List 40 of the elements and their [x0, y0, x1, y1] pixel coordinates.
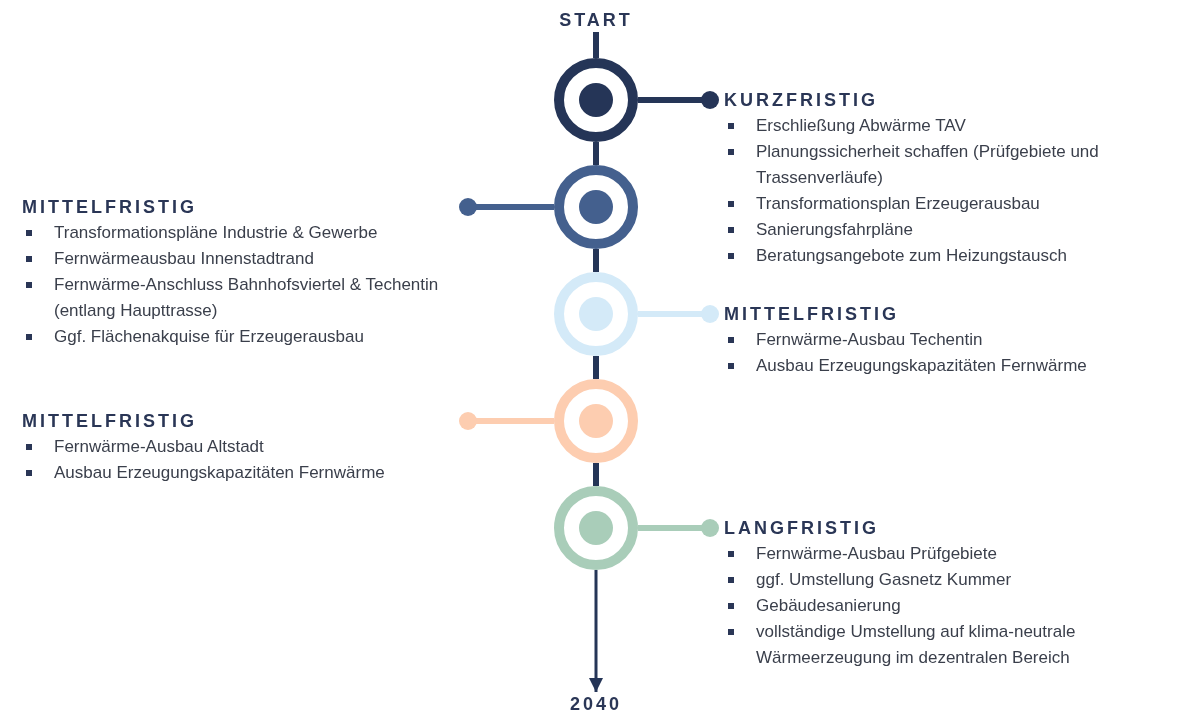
measure-text: Fernwärme-Ausbau Techentin: [756, 330, 983, 349]
timeline-line: [593, 142, 599, 165]
measure-text: Fernwärme-Ausbau Altstadt: [54, 437, 264, 456]
phase-heading: MITTELFRISTIG: [22, 196, 198, 219]
timeline-label: START: [536, 8, 656, 32]
timeline-label: 2040: [536, 692, 656, 716]
timeline-line: [593, 356, 599, 379]
milestone-circle: [554, 272, 638, 356]
branch-line: [638, 91, 719, 109]
measure-text: Fernwärme-Anschluss Bahnhofsviertel & Techentin (entlang Haupttrasse): [54, 275, 439, 320]
milestone-circle: [554, 58, 638, 142]
phase-heading: MITTELFRISTIG: [724, 303, 900, 326]
milestone-circle: [554, 165, 638, 249]
measure-text: Ausbau Erzeugungskapazitäten Fernwärme: [54, 463, 385, 482]
timeline-line: [593, 463, 599, 486]
milestone-circle: [554, 486, 638, 570]
branch-line: [638, 519, 719, 537]
measure-text: Erschließung Abwärme TAV: [756, 116, 966, 135]
measure-text: Sanierungsfahrpläne: [756, 220, 913, 239]
measure-text: Gebäudesanierung: [756, 596, 901, 615]
measure-text: Ausbau Erzeugungskapazitäten Fernwärme: [756, 356, 1087, 375]
measure-text: vollständige Umstellung auf klima-neutrale Wärmeerzeugung im dezentralen Bereich: [756, 622, 1076, 667]
branch-line: [459, 412, 554, 430]
timeline-line: [593, 32, 599, 58]
phase-heading: KURZFRISTIG: [724, 89, 879, 112]
measure-text: Transformationspläne Industrie & Gewerbe: [54, 223, 378, 242]
branch-line: [459, 198, 554, 216]
arrow: [589, 570, 603, 692]
milestone-circle: [554, 379, 638, 463]
measure-text: Fernwärme-Ausbau Prüfgebiete: [756, 544, 997, 563]
branch-line: [638, 305, 719, 323]
measure-text: Planungssicherheit schaffen (Prüfgebiete und Trassenverläufe): [756, 142, 1099, 187]
timeline-line: [593, 249, 599, 272]
measure-text: Ggf. Flächenakquise für Erzeugerausbau: [54, 327, 364, 346]
phase-heading: LANGFRISTIG: [724, 517, 880, 540]
phase-heading: MITTELFRISTIG: [22, 410, 198, 433]
measure-text: Fernwärmeausbau Innenstadtrand: [54, 249, 314, 268]
measure-text: ggf. Umstellung Gasnetz Kummer: [756, 570, 1012, 589]
measure-text: Beratungsangebote zum Heizungstausch: [756, 246, 1067, 265]
measure-text: Transformationsplan Erzeugerausbau: [756, 194, 1040, 213]
